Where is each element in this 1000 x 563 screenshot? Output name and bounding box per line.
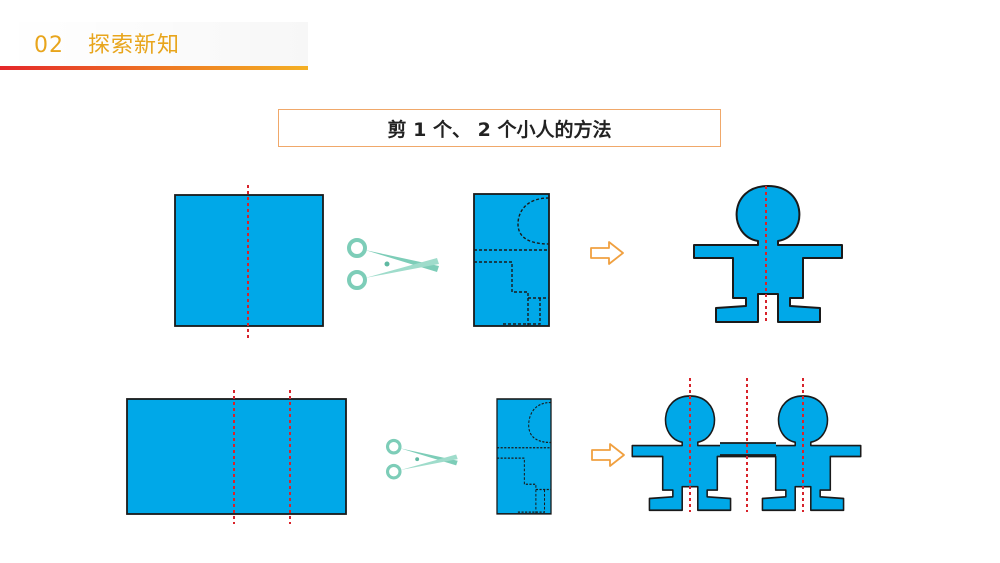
section-number: 02: [34, 33, 64, 58]
scissors-icon: [385, 438, 460, 480]
section-header: 02 探索新知: [34, 27, 180, 59]
method-title: 剪 1 个、 2 个小人的方法: [387, 118, 612, 141]
single-person-cutout: [693, 185, 843, 323]
right-arrow-icon: [590, 241, 624, 265]
right-arrow-icon: [591, 443, 625, 467]
row-two-people: [126, 378, 862, 524]
scissors-icon: [347, 238, 441, 290]
folded-paper-template: [496, 398, 552, 515]
two-person-cutout: [631, 395, 862, 512]
header-underline: [0, 66, 308, 70]
folded-paper-template: [473, 193, 550, 327]
header-background: [0, 22, 308, 66]
method-title-box: 剪 1 个、 2 个小人的方法: [278, 109, 721, 147]
section-title: 探索新知: [87, 33, 180, 58]
row-one-person: [174, 185, 843, 338]
wide-paper: [126, 398, 347, 515]
